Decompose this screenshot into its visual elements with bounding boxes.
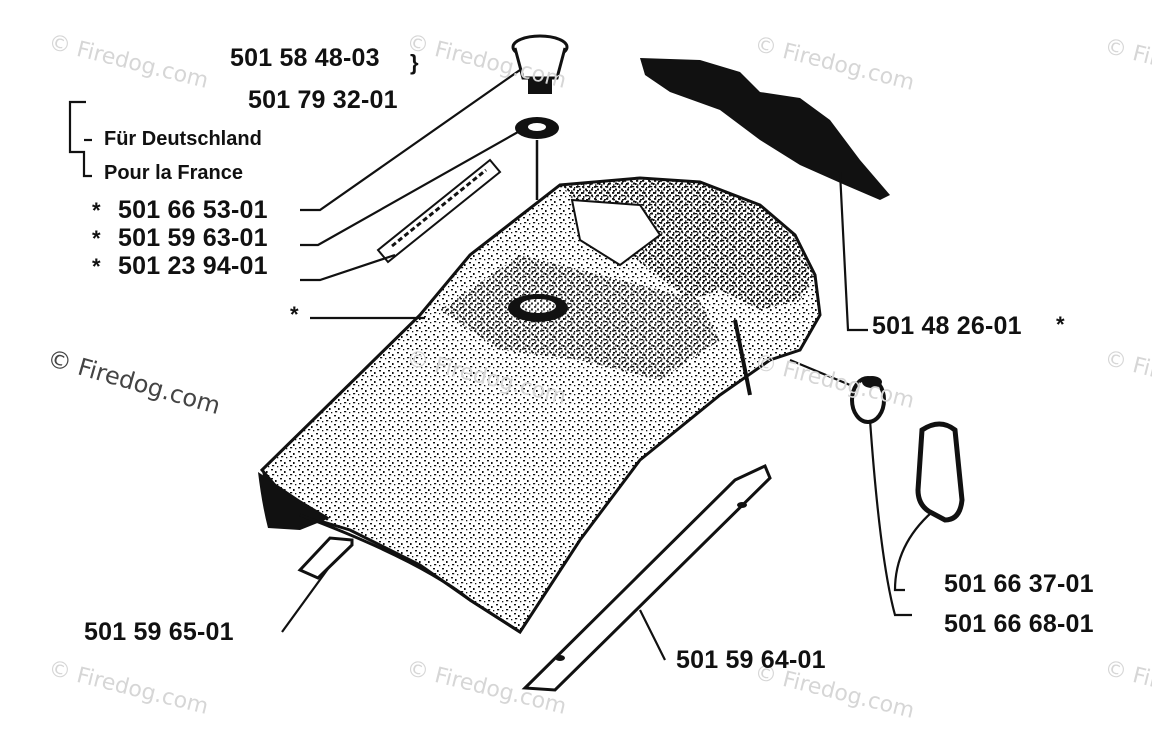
star-marker: * [92, 198, 101, 223]
part-label-gasket: 501 66 53-01 [118, 196, 268, 224]
star-marker: * [92, 226, 101, 251]
part-label-rubber-b: 501 66 68-01 [944, 610, 1094, 638]
part-label-top-cover: 501 48 26-01 [872, 312, 1022, 340]
cap-washer [515, 117, 559, 139]
right-rail [521, 463, 772, 692]
rubber-pad [915, 421, 965, 523]
main-cover [258, 176, 822, 635]
rubber-grommet [850, 376, 886, 424]
part-label-rubber-a: 501 66 37-01 [944, 570, 1094, 598]
star-marker: * [290, 302, 299, 327]
star-marker: * [1056, 312, 1065, 337]
top-rear-cover [640, 58, 890, 200]
country-france: Pour la France [104, 162, 243, 184]
star-marker: * [92, 254, 101, 279]
part-label-left-rail: 501 59 65-01 [84, 618, 234, 646]
part-label-cap-alt: 501 79 32-01 [248, 86, 398, 114]
country-germany: Für Deutschland [104, 128, 262, 150]
part-label-right-rail: 501 59 64-01 [676, 646, 826, 674]
part-label-cap: 501 58 48-03 [230, 44, 380, 72]
part-label-hood-decal: 501 23 94-01 [118, 252, 268, 280]
leader-lines [68, 69, 933, 661]
cap-brace: } [410, 50, 419, 75]
fuel-cap [511, 34, 569, 94]
left-rail [297, 536, 354, 580]
part-label-decal: 501 59 63-01 [118, 224, 268, 252]
